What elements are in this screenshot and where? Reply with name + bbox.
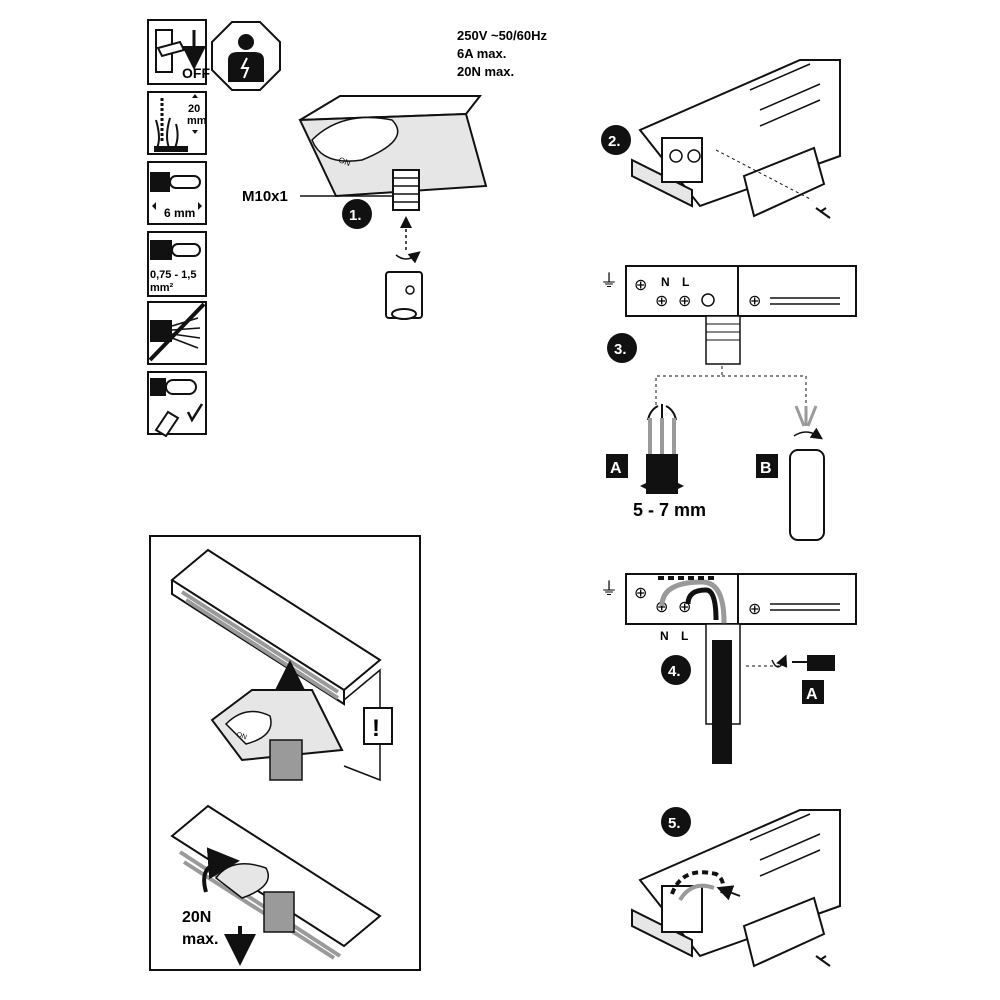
sidebar-icons: OFF 20 mm 6 mm [147, 19, 281, 438]
step-3-illustration: ⏚ ⊕ N L ⊕ ⊕ ⊕ 3. A 5 - 7 mm B [600, 265, 857, 541]
load-label: 20N [182, 909, 211, 926]
cable-range-label: 5 - 7 mm [633, 500, 706, 520]
spec-force: 20N max. [457, 64, 514, 79]
on-marking: ON [337, 155, 352, 168]
earth-symbol-icon: ⏚ [600, 579, 618, 599]
live-label: L [682, 275, 689, 289]
step-3-badge: 3. [614, 341, 627, 358]
strip-length-unit: mm [187, 115, 207, 127]
variant-a-label: A [610, 460, 622, 477]
crimp-ferrule-icon [147, 371, 207, 438]
cable-strip-icon: 6 mm [147, 161, 207, 225]
thread-label: M10x1 [242, 188, 288, 205]
on-marking: ON [235, 731, 247, 741]
step-5-badge: 5. [668, 815, 681, 832]
live-label: L [681, 629, 688, 643]
earth-screw-icon: ⊕ [634, 277, 647, 294]
wire-section-unit: mm² [150, 282, 174, 294]
warning-mark: ! [372, 715, 380, 742]
variant-a-label: A [806, 686, 818, 703]
wire-section-icon: 0,75 - 1,5 mm² [147, 231, 207, 297]
power-off-icon: OFF [147, 19, 210, 85]
off-label: OFF [182, 65, 210, 81]
neutral-label: N [661, 275, 670, 289]
step-2-illustration: 2. [601, 59, 841, 219]
spec-current: 6A max. [457, 46, 506, 61]
load-limit-label: max. [182, 931, 218, 948]
mounting-panel: ON ! 20N max. [149, 535, 421, 971]
drill-depth-icon: 20 mm [147, 91, 207, 155]
step-1-illustration: ON M10x1 1. [242, 95, 488, 320]
neutral-terminal-icon: ⊕ [655, 293, 668, 310]
step-4-illustration: ⏚ ⊕ ⊕ ⊕ ⊕ N L A 4. [600, 573, 857, 764]
earth-symbol-icon: ⏚ [600, 271, 618, 291]
cable-diameter-label: 6 mm [164, 206, 195, 220]
step-1-badge: 1. [349, 207, 362, 224]
strip-length-number: 20 [188, 103, 200, 115]
spec-list: 250V ~50/60Hz 6A max. 20N max. [457, 28, 547, 79]
lock-screw-icon: ⊕ [748, 293, 761, 310]
earth-screw-icon: ⊕ [634, 585, 647, 602]
no-stranded-wire-icon [147, 301, 207, 365]
step-2-badge: 2. [608, 133, 621, 150]
step-4-badge: 4. [668, 663, 681, 680]
lock-screw-icon: ⊕ [748, 601, 761, 618]
step-5-illustration: 5. [631, 807, 841, 968]
live-terminal-icon: ⊕ [678, 293, 691, 310]
wire-section-label: 0,75 - 1,5 [150, 269, 196, 281]
neutral-terminal-icon: ⊕ [655, 599, 668, 616]
neutral-label: N [660, 629, 669, 643]
variant-b-label: B [760, 460, 772, 477]
spec-voltage: 250V ~50/60Hz [457, 28, 547, 43]
electrician-icon [211, 21, 281, 91]
